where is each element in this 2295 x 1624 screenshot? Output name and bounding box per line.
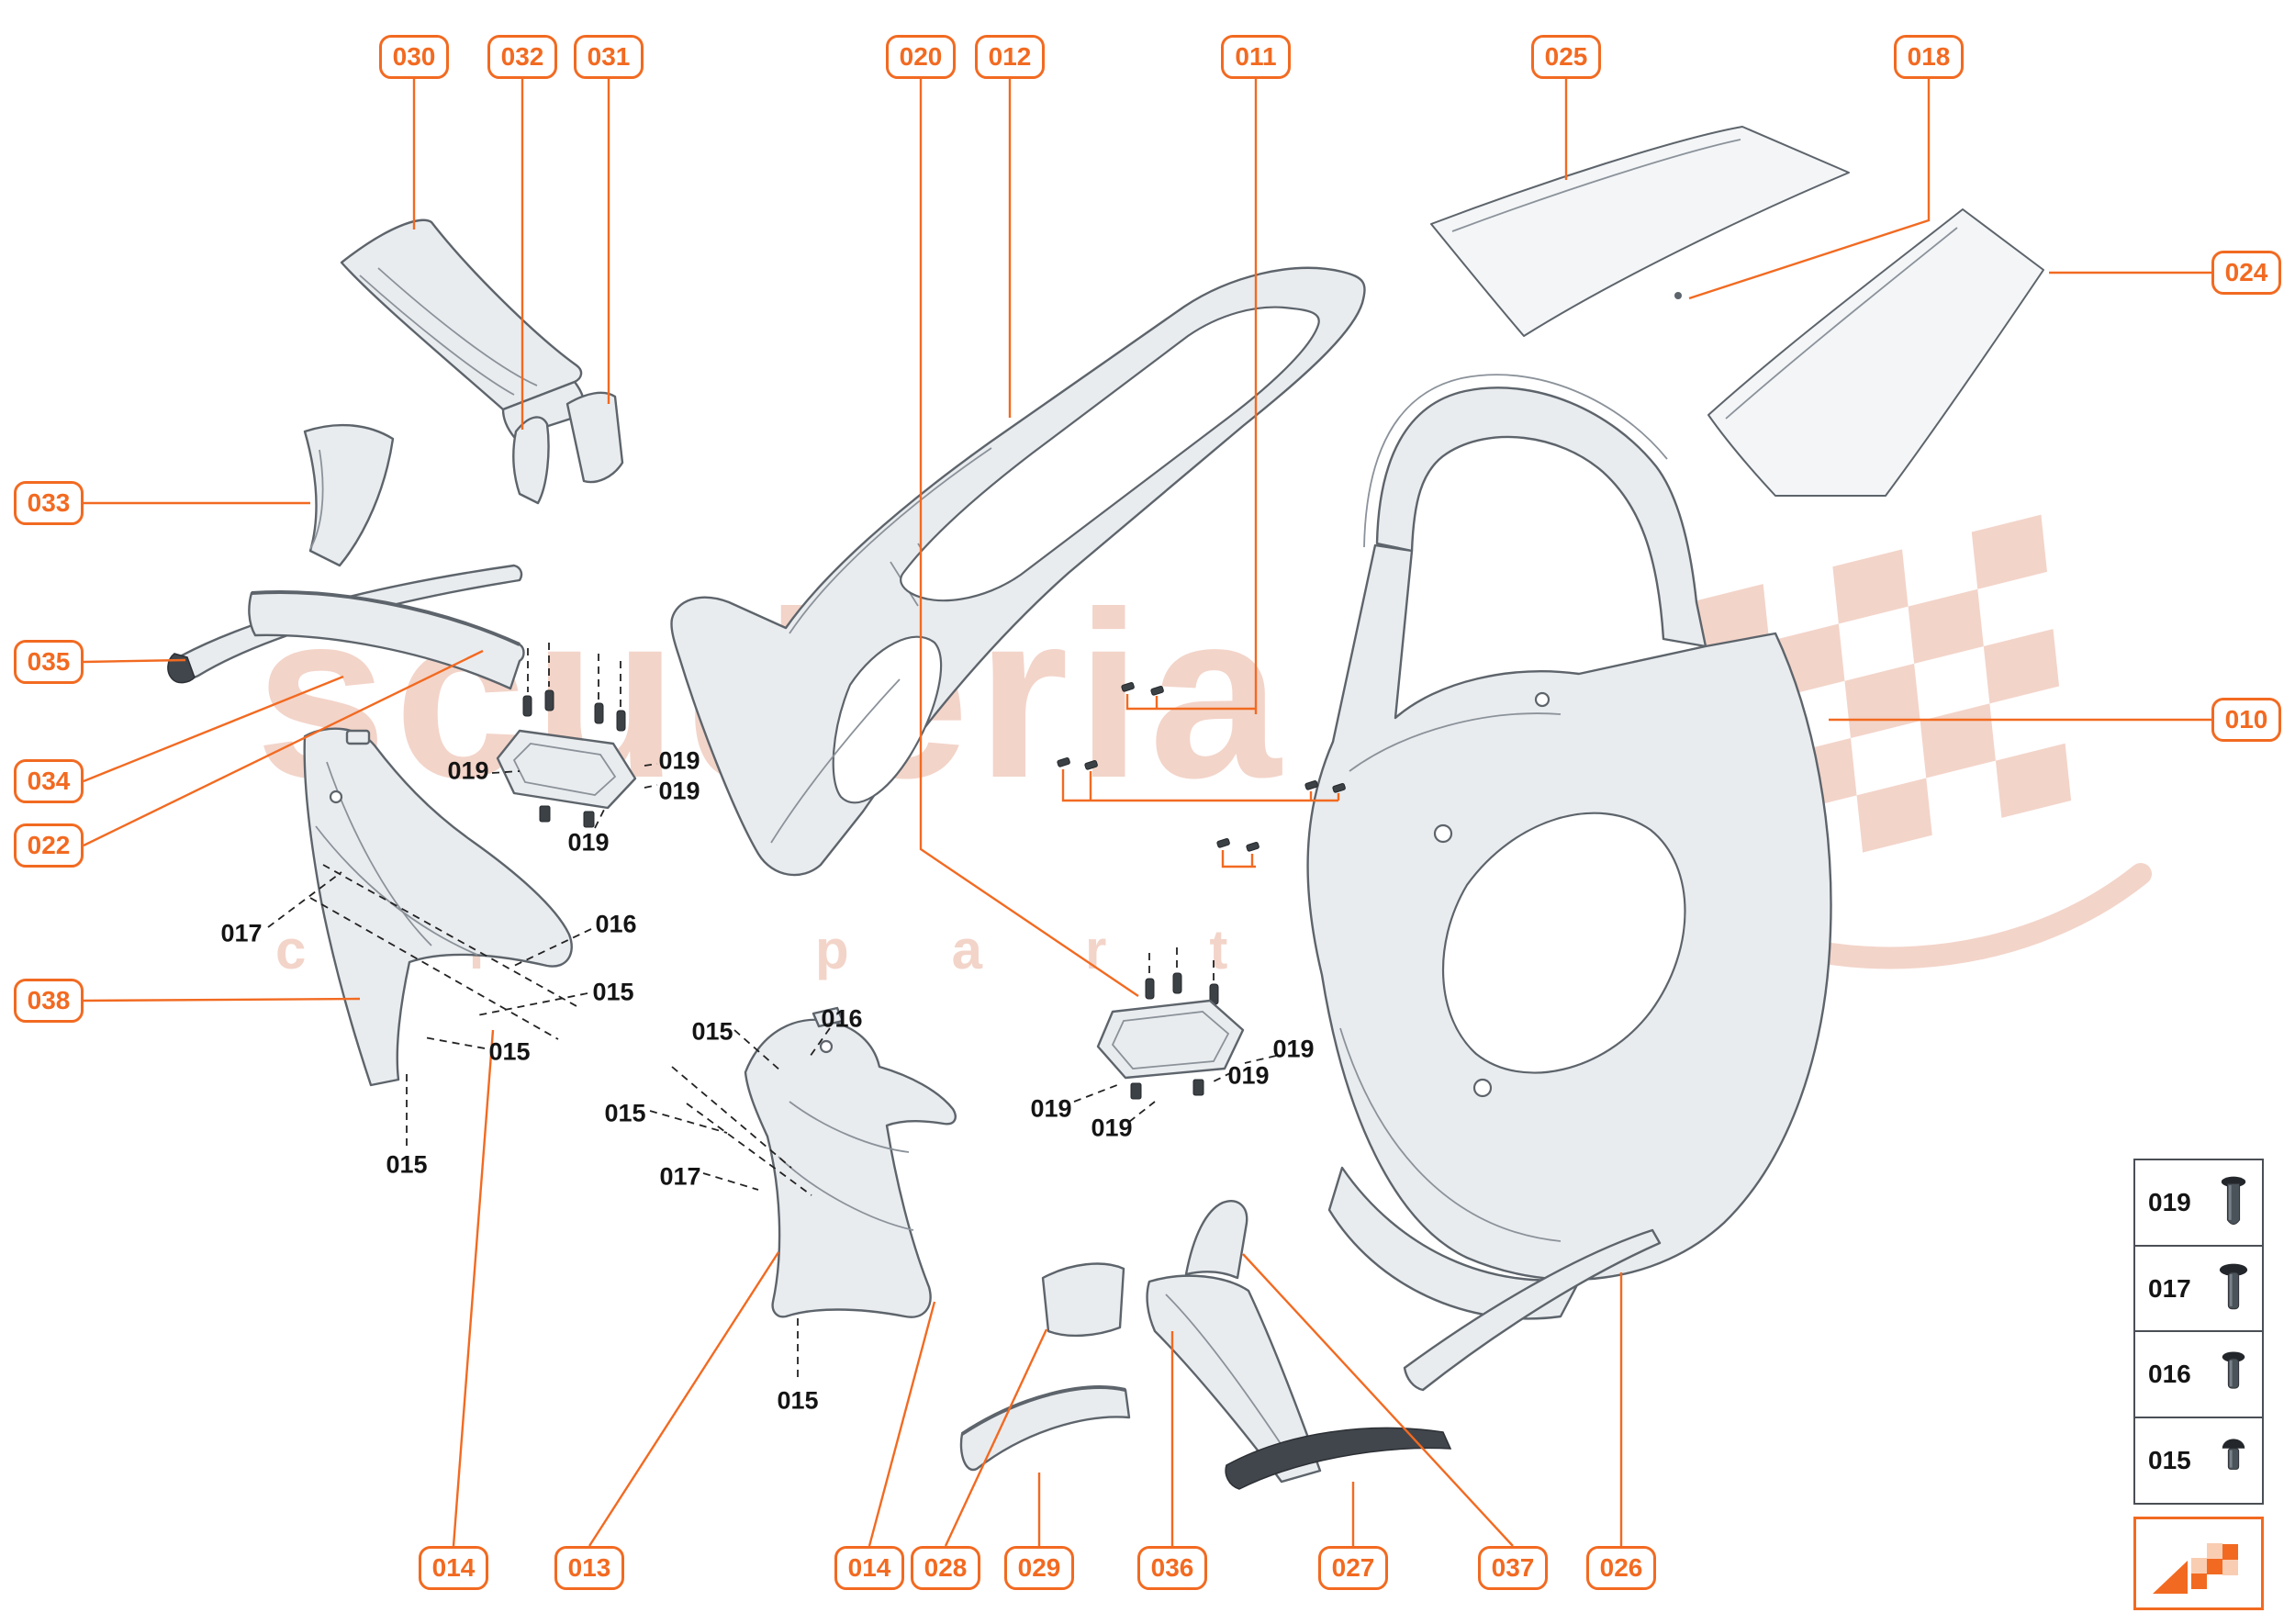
part-011-fasteners-drawing xyxy=(1057,682,1346,868)
callout-029[interactable]: 029 xyxy=(1004,1546,1074,1590)
leader-line-035 xyxy=(83,658,186,664)
legend-row-015: 015 xyxy=(2133,1416,2264,1505)
dashed-reference-lines xyxy=(267,643,1277,1377)
callout-022[interactable]: 022 xyxy=(14,823,84,868)
part-029-trim-drawing xyxy=(959,1385,1131,1472)
part-019-bracket-a-drawing xyxy=(496,689,637,828)
part-number-label-019: 019 xyxy=(1091,1114,1133,1142)
part-037-trim-drawing xyxy=(1184,1200,1248,1280)
callout-035[interactable]: 035 xyxy=(14,640,84,684)
part-number-label-015: 015 xyxy=(592,978,634,1006)
part-number-label-019: 019 xyxy=(658,777,700,805)
leader-line-038 xyxy=(83,997,361,1002)
legend-part-number: 017 xyxy=(2148,1273,2191,1303)
callout-037[interactable]: 037 xyxy=(1478,1546,1548,1590)
part-019-bracket-b-drawing xyxy=(1096,972,1245,1100)
part-013-pillar-trim-drawing xyxy=(744,1006,957,1318)
part-028-trim-drawing xyxy=(1041,1262,1125,1338)
rivet-flanged-icon xyxy=(2219,1263,2248,1309)
leader-line-034 xyxy=(83,675,344,783)
part-038-pillar-trim-drawing xyxy=(303,727,573,1087)
leader-line-028 xyxy=(944,1328,1048,1547)
legend-part-number: 015 xyxy=(2148,1445,2191,1474)
callout-038[interactable]: 038 xyxy=(14,979,84,1023)
part-026-strip-drawing xyxy=(1403,1228,1662,1392)
callout-011[interactable]: 011 xyxy=(1221,35,1291,79)
rivet-long-icon xyxy=(2221,1176,2246,1226)
callout-028[interactable]: 028 xyxy=(911,1546,980,1590)
part-010-door-panel-drawing xyxy=(1306,374,1832,1320)
leader-line-014 xyxy=(868,1301,936,1547)
part-number-label-015: 015 xyxy=(777,1386,819,1415)
leader-line-018 xyxy=(1688,79,1931,300)
callout-024[interactable]: 024 xyxy=(2211,251,2281,295)
legend-row-017: 017 xyxy=(2133,1244,2264,1333)
part-025-roof-glass-drawing xyxy=(1430,126,1850,337)
leader-line-013 xyxy=(588,1251,780,1547)
screw-short-icon xyxy=(2222,1438,2245,1470)
part-number-label-019: 019 xyxy=(447,756,489,785)
part-number-label-017: 017 xyxy=(659,1162,701,1191)
callout-033[interactable]: 033 xyxy=(14,481,84,525)
part-024-quarter-glass-drawing xyxy=(1674,208,2044,497)
callout-013[interactable]: 013 xyxy=(554,1546,624,1590)
callout-031[interactable]: 031 xyxy=(574,35,644,79)
part-number-label-019: 019 xyxy=(1272,1035,1315,1063)
legend-row-019: 019 xyxy=(2133,1159,2264,1247)
part-number-label-015: 015 xyxy=(691,1017,733,1046)
part-number-label-019: 019 xyxy=(658,746,700,775)
callout-025[interactable]: 025 xyxy=(1531,35,1601,79)
callout-027[interactable]: 027 xyxy=(1318,1546,1388,1590)
part-number-label-019: 019 xyxy=(1227,1061,1270,1090)
callout-014[interactable]: 014 xyxy=(419,1546,488,1590)
part-022-sill-strip-drawing xyxy=(248,590,525,690)
part-032-trim-drawing xyxy=(512,416,550,505)
part-027-seal-strip-drawing xyxy=(1225,1427,1452,1490)
brand-logo xyxy=(2133,1517,2264,1610)
callout-018[interactable]: 018 xyxy=(1894,35,1964,79)
callout-014[interactable]: 014 xyxy=(834,1546,904,1590)
callout-034[interactable]: 034 xyxy=(14,759,84,803)
part-number-label-015: 015 xyxy=(386,1150,428,1179)
part-number-label-019: 019 xyxy=(567,828,610,857)
watermark-sub-parts: parts xyxy=(815,919,1464,980)
legend-row-016: 016 xyxy=(2133,1330,2264,1418)
callout-036[interactable]: 036 xyxy=(1137,1546,1207,1590)
checkered-arrow-icon xyxy=(2153,1543,2238,1594)
part-031-trim-drawing xyxy=(565,391,624,484)
callout-012[interactable]: 012 xyxy=(975,35,1045,79)
fastener-legend: 019 017 016 015 xyxy=(2133,1159,2264,1505)
part-033-trim-drawing xyxy=(303,423,395,567)
rivet-medium-icon xyxy=(2222,1351,2245,1389)
legend-part-number: 019 xyxy=(2148,1188,2191,1216)
part-036-trim-drawing xyxy=(1146,1274,1322,1484)
part-number-label-015: 015 xyxy=(488,1037,531,1066)
part-number-label-019: 019 xyxy=(1030,1094,1072,1123)
leader-line-037 xyxy=(1242,1253,1514,1547)
leader-line-014 xyxy=(452,1029,495,1547)
part-number-label-017: 017 xyxy=(220,919,263,947)
callout-030[interactable]: 030 xyxy=(379,35,449,79)
part-012-door-frame-drawing xyxy=(670,266,1366,877)
part-number-label-016: 016 xyxy=(595,910,637,938)
callout-010[interactable]: 010 xyxy=(2211,698,2281,742)
leader-line-022 xyxy=(83,649,484,847)
callout-020[interactable]: 020 xyxy=(886,35,956,79)
callout-026[interactable]: 026 xyxy=(1586,1546,1656,1590)
leader-line-020 xyxy=(919,79,1139,997)
part-number-label-015: 015 xyxy=(604,1099,646,1127)
part-030-a-pillar-trim-drawing xyxy=(340,218,586,439)
callout-032[interactable]: 032 xyxy=(487,35,557,79)
legend-part-number: 016 xyxy=(2148,1360,2191,1388)
part-number-label-016: 016 xyxy=(821,1004,863,1033)
leader-lines xyxy=(83,79,2211,1547)
